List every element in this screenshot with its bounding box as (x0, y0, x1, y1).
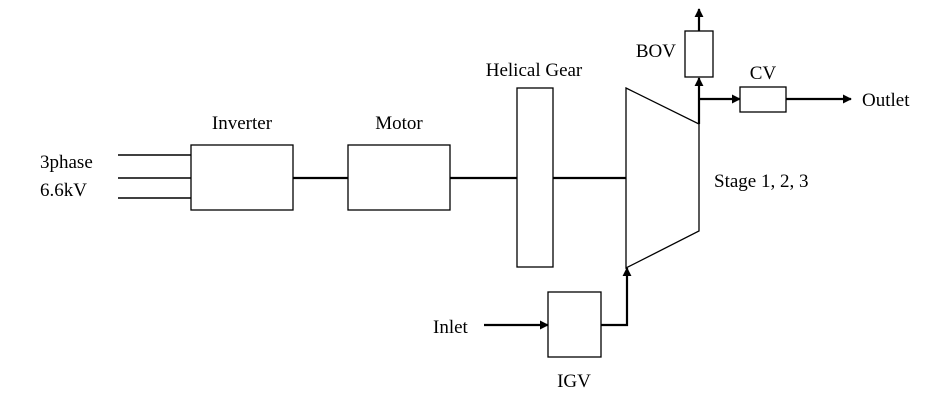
inverter-label: Inverter (212, 113, 273, 134)
motor-label: Motor (375, 113, 423, 134)
helical-gear-label: Helical Gear (486, 60, 583, 81)
compressor-stages (625, 86, 700, 270)
supply-label-phase: 3phase (40, 152, 93, 173)
igv-label: IGV (557, 371, 591, 392)
supply-label-voltage: 6.6kV (40, 180, 87, 201)
inverter-block (190, 144, 294, 211)
igv-compressor-pipe (601, 267, 632, 327)
three-phase-supply-lines (118, 154, 191, 199)
motor-block (347, 144, 451, 211)
cv-valve (739, 86, 787, 113)
outlet-label: Outlet (862, 90, 910, 111)
bov-valve (684, 30, 714, 78)
igv-block (547, 291, 602, 358)
cv-label: CV (750, 63, 777, 84)
bov-label: BOV (636, 41, 676, 62)
inlet-label: Inlet (433, 317, 469, 338)
stages-label: Stage 1, 2, 3 (714, 171, 808, 192)
helical-gear-block (516, 87, 554, 268)
